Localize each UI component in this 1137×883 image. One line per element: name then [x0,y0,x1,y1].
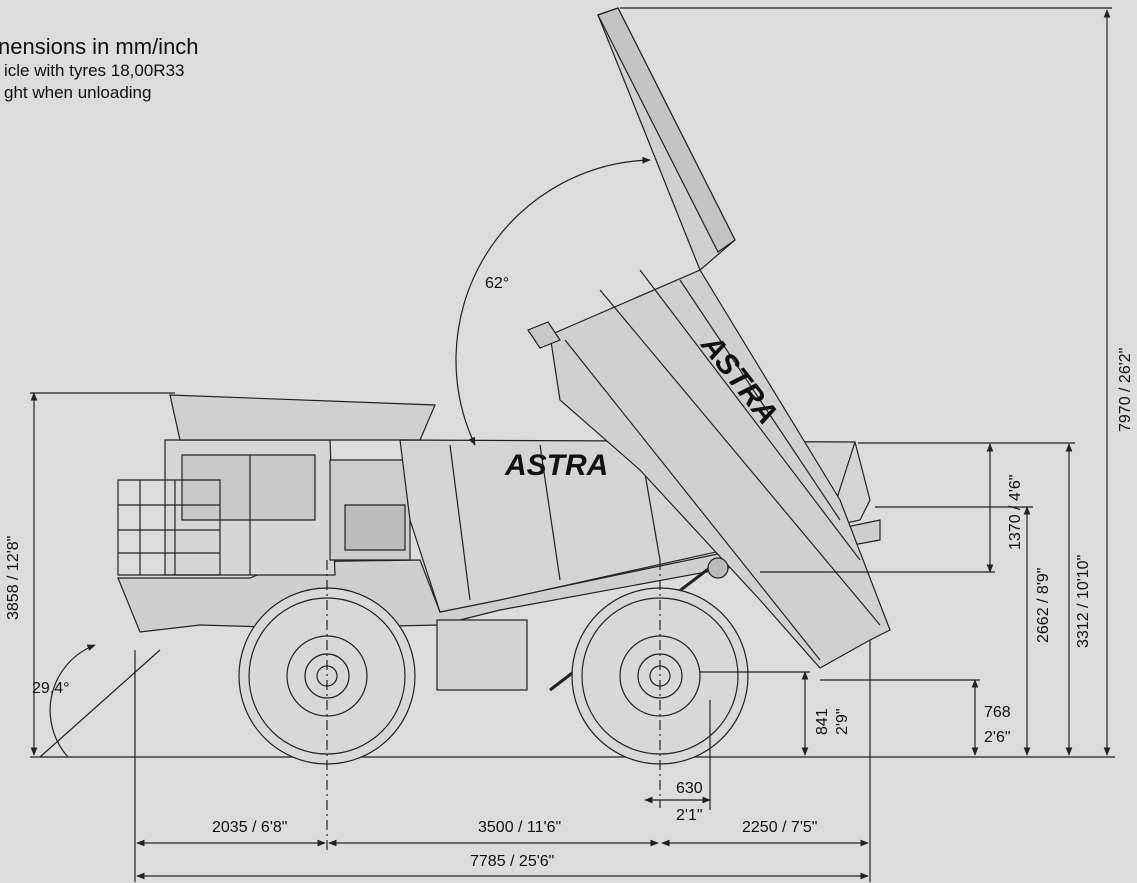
astra-logo-lowered: ASTRA [504,449,608,482]
fuel-tank [436,619,528,691]
overall-length-label: 7785 / 25'6" [470,853,554,870]
wheelbase-label: 3500 / 11'6" [478,819,561,836]
cab [117,394,436,576]
notes-block: nensions in mm/inch icle with tyres 18,0… [0,34,199,104]
overall-height-label: 3858 / 12'8" [5,536,22,620]
rear-clearance-mm-label: 768 [984,704,1011,721]
tip-angle-label: 62° [485,275,509,292]
rear-clearance-in-label: 2'6" [984,729,1011,746]
ground-clearance-in-label: 2'9" [834,708,851,735]
body-floor-height-label: 2662 / 8'9" [1035,568,1052,643]
rear-offset-in-label: 2'1" [676,807,703,824]
rear-offset-mm-label: 630 [676,780,703,797]
ground-clearance-mm-label: 841 [814,708,831,735]
body-top-height-label: 3312 / 10'10" [1075,555,1092,648]
front-overhang-label: 2035 / 6'8" [212,819,287,836]
approach-angle-label: 29,4° [32,680,70,697]
notes-heading: nensions in mm/inch [0,34,199,59]
rear-overhang-label: 2250 / 7'5" [742,819,817,836]
raised-height-label: 7970 / 26'2" [1117,348,1134,432]
notes-line-unloading: ght when unloading [4,83,152,102]
body-depth-label: 1370 / 4'6" [1007,475,1024,550]
notes-line-tyres: icle with tyres 18,00R33 [4,61,185,80]
